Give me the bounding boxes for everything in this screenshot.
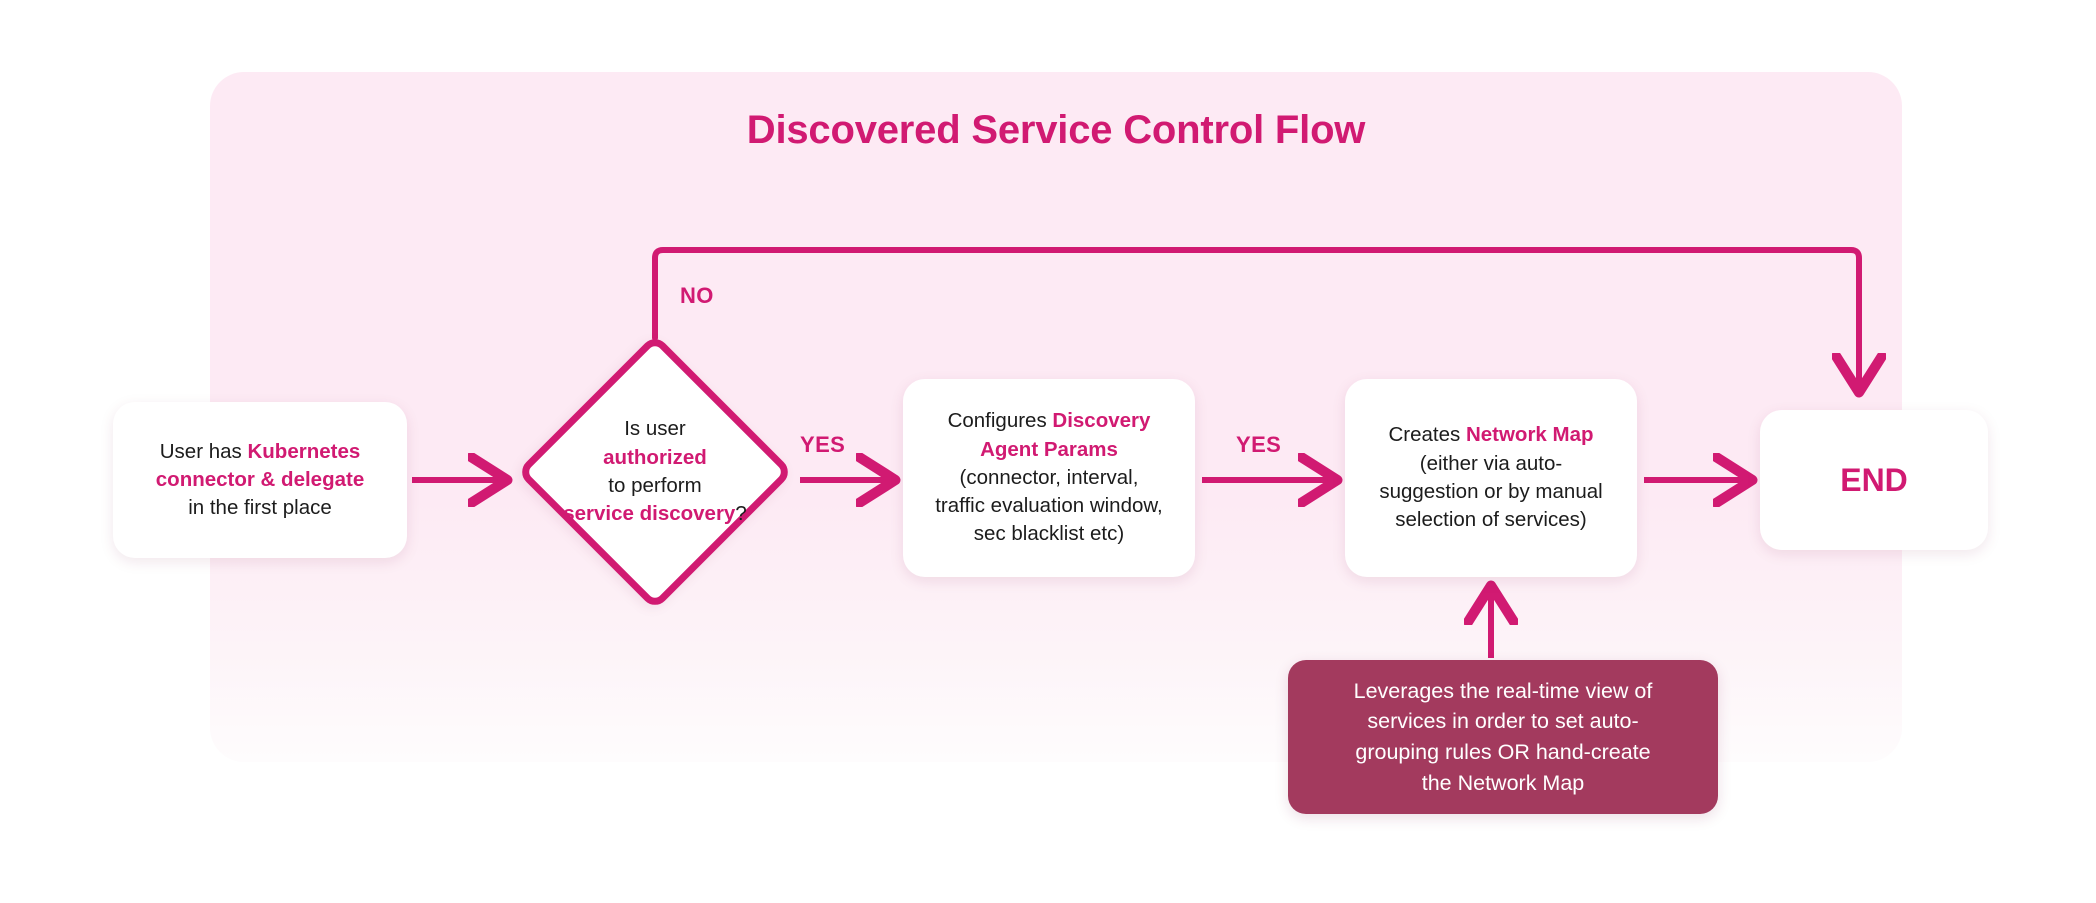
node-netmap-line1-highlight: Network Map (1465, 423, 1594, 447)
node-config-line4-plain: traffic evaluation window, (935, 494, 1163, 518)
node-config-line5-plain: sec blacklist etc) (973, 522, 1125, 546)
node-start-line1-plain: User has (159, 439, 248, 463)
node-decision-line4-suffix: ? (735, 502, 747, 526)
note-line1: Leverages the real-time view of (1353, 678, 1653, 703)
node-decision-line4-highlight: service discovery (563, 502, 736, 526)
node-netmap-line4-plain: selection of services) (1395, 508, 1587, 532)
node-config-text: Configures Discovery Agent Params (conne… (935, 407, 1163, 548)
note-line4: the Network Map (1421, 770, 1585, 795)
node-decision-line3-plain: to perform (608, 474, 702, 497)
edge-label-no: NO (680, 283, 714, 308)
node-config-line1-plain: Configures (947, 409, 1053, 433)
note-line2: services in order to set auto- (1367, 709, 1639, 734)
node-configure-discovery-agent-params[interactable]: Configures Discovery Agent Params (conne… (903, 379, 1195, 577)
node-creates-network-map[interactable]: Creates Network Map (either via auto- su… (1345, 379, 1637, 577)
node-config-line1-highlight: Discovery (1052, 409, 1151, 433)
note-text: Leverages the real-time view of services… (1354, 676, 1653, 798)
node-start-text: User has Kubernetes connector & delegate… (156, 438, 364, 523)
page-title: Discovered Service Control Flow (746, 108, 1366, 152)
edge-label-yes-config: YES (1236, 432, 1282, 457)
node-start-line1-highlight: Kubernetes (247, 439, 361, 463)
node-config-line2-highlight: Agent Params (980, 437, 1118, 461)
node-netmap-line2-plain: (either via auto- (1419, 451, 1563, 475)
node-netmap-text: Creates Network Map (either via auto- su… (1379, 421, 1602, 534)
node-config-line3-plain: (connector, interval, (959, 465, 1139, 489)
node-netmap-line1-plain: Creates (1388, 423, 1466, 447)
node-decision-line2-highlight: authorized (603, 445, 707, 469)
edge-label-yes-decision: YES (800, 432, 846, 457)
node-decision-text: Is user authorized to perform service di… (517, 334, 793, 610)
node-start-line3-plain: in the first place (188, 496, 332, 520)
node-netmap-line3-plain: suggestion or by manual (1379, 480, 1603, 503)
annotation-note-leverages: Leverages the real-time view of services… (1288, 660, 1718, 814)
note-line3: grouping rules OR hand-create (1355, 740, 1651, 764)
node-end-label: END (1840, 461, 1908, 498)
node-start-line2-highlight: connector & delegate (155, 467, 365, 491)
node-decision-line1-plain: Is user (624, 417, 686, 441)
node-end[interactable]: END (1760, 410, 1988, 550)
node-decision[interactable]: Is user authorized to perform service di… (516, 333, 794, 611)
node-start[interactable]: User has Kubernetes connector & delegate… (113, 402, 407, 558)
